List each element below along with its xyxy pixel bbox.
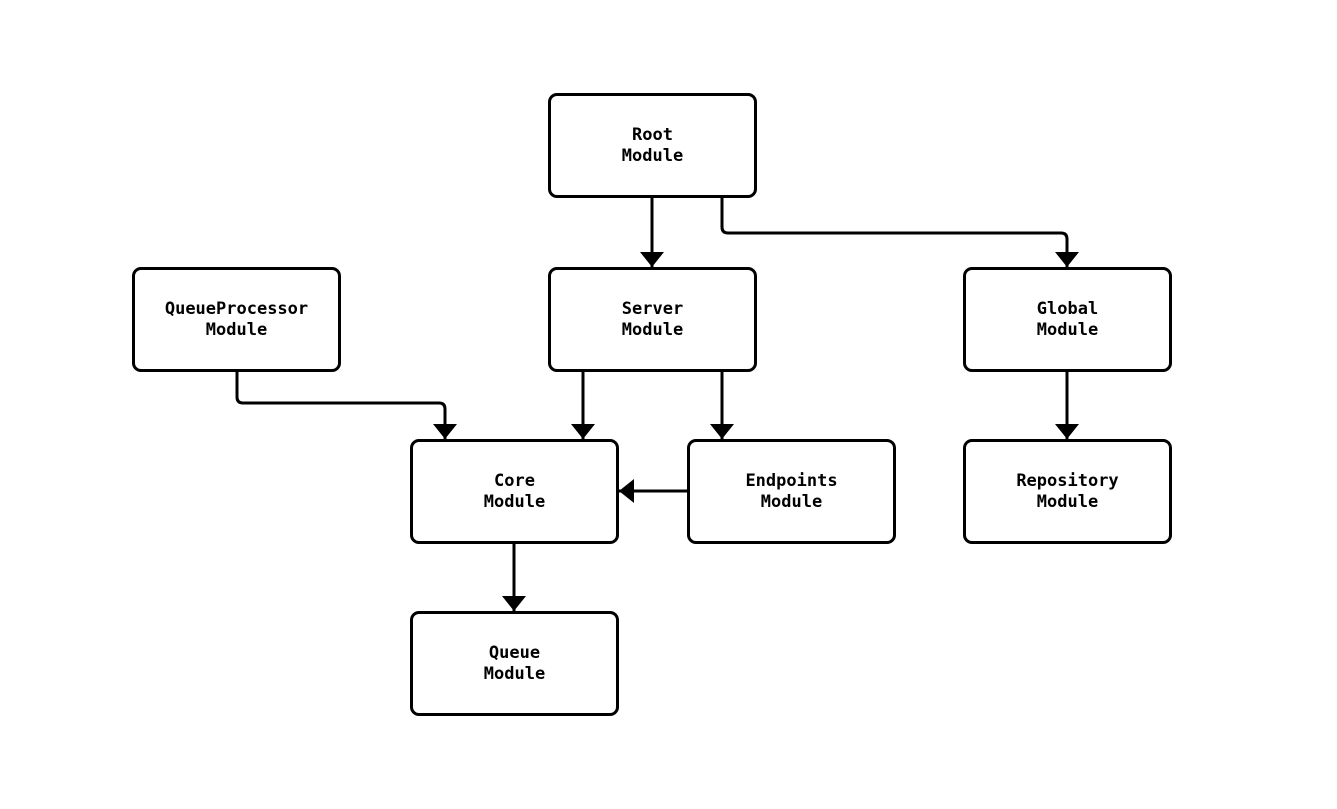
- node-label: Global Module: [1036, 298, 1099, 340]
- edge-root-to-global: [720, 198, 1079, 267]
- node-server-module: Server Module: [548, 267, 757, 372]
- node-label: Root Module: [621, 124, 684, 166]
- node-queue-module: Queue Module: [410, 611, 619, 716]
- node-queueprocessor-module: QueueProcessor Module: [132, 267, 341, 372]
- node-root-module: Root Module: [548, 93, 757, 198]
- node-label: Server Module: [621, 298, 684, 340]
- node-core-module: Core Module: [410, 439, 619, 544]
- edge-queueprocessor-to-core: [235, 372, 457, 439]
- node-repository-module: Repository Module: [963, 439, 1172, 544]
- node-label: Endpoints Module: [745, 470, 838, 512]
- node-label: Repository Module: [1016, 470, 1119, 512]
- node-label: Core Module: [483, 470, 546, 512]
- node-global-module: Global Module: [963, 267, 1172, 372]
- node-label: QueueProcessor Module: [164, 298, 309, 340]
- node-endpoints-module: Endpoints Module: [687, 439, 896, 544]
- node-label: Queue Module: [483, 642, 546, 684]
